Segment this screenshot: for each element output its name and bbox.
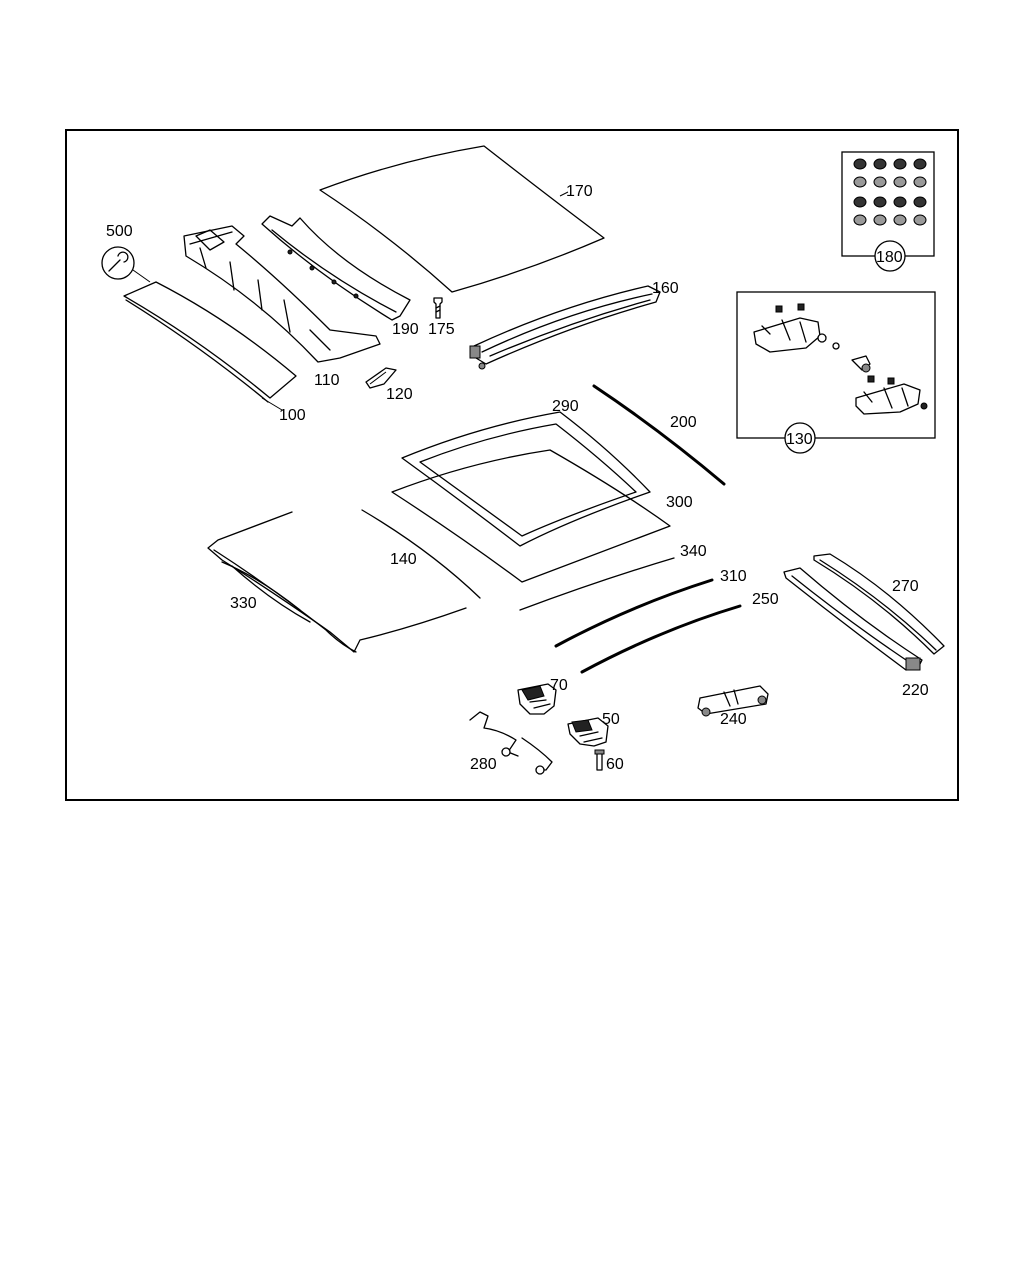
label-130: 130: [786, 431, 813, 448]
label-180: 180: [876, 249, 903, 266]
cap-icon: [853, 196, 867, 208]
part-340-strip: [519, 557, 675, 611]
label-330: 330: [230, 595, 257, 612]
cap-icon: [853, 158, 867, 170]
part-140-strip: [361, 509, 481, 599]
label-240: 240: [720, 711, 747, 728]
part-280-cable: [469, 711, 553, 775]
part-120-bracket: [365, 367, 397, 389]
cap-icon: [853, 176, 867, 188]
cap-icon: [873, 196, 887, 208]
label-500: 500: [106, 223, 133, 240]
part-300-seal: [391, 449, 671, 583]
cap-icon: [913, 214, 927, 226]
label-100: 100: [279, 407, 306, 424]
label-290: 290: [552, 398, 579, 415]
label-170: 170: [566, 183, 593, 200]
part-310-strip: [554, 578, 714, 648]
label-300: 300: [666, 494, 693, 511]
cap-icon: [913, 176, 927, 188]
part-330-seal: [207, 511, 467, 653]
label-70: 70: [550, 677, 568, 694]
part-160-rail: [469, 285, 661, 370]
label-310: 310: [720, 568, 747, 585]
cap-icon: [893, 214, 907, 226]
label-200: 200: [670, 414, 697, 431]
cap-icon: [873, 214, 887, 226]
part-110-frame: [183, 225, 381, 363]
part-60-screw: [594, 749, 605, 771]
part-70-motor: [517, 683, 557, 715]
part-170-glass-panel: [319, 145, 605, 293]
cap-icon: [873, 158, 887, 170]
label-140: 140: [390, 551, 417, 568]
part-290-seal-frame: [401, 411, 651, 547]
cap-icon: [893, 158, 907, 170]
part-100-panel: [123, 281, 297, 403]
label-60: 60: [606, 756, 624, 773]
cap-icon: [913, 196, 927, 208]
label-160: 160: [652, 280, 679, 297]
label-50: 50: [602, 711, 620, 728]
part-180-cap-set: [841, 151, 935, 272]
cap-icon: [893, 176, 907, 188]
part-500-wrench-icon: [101, 246, 151, 283]
cap-icon: [853, 214, 867, 226]
label-190: 190: [392, 321, 419, 338]
cap-icon: [913, 158, 927, 170]
part-175-bolt: [433, 297, 443, 319]
label-220: 220: [902, 682, 929, 699]
label-110: 110: [314, 372, 340, 389]
label-175: 175: [428, 321, 455, 338]
diagram-border: [65, 129, 959, 801]
part-130-slide-set: [736, 291, 936, 454]
label-340: 340: [680, 543, 707, 560]
part-240-bracket: [697, 685, 769, 717]
part-270-220-rail: [783, 553, 945, 671]
part-200-strip: [592, 384, 726, 486]
label-280: 280: [470, 756, 497, 773]
label-270: 270: [892, 578, 919, 595]
label-120: 120: [386, 386, 413, 403]
cap-icon: [893, 196, 907, 208]
part-250-strip: [580, 604, 742, 674]
part-50-motor: [567, 717, 609, 747]
label-250: 250: [752, 591, 779, 608]
cap-icon: [873, 176, 887, 188]
part-190-trim: [261, 215, 411, 321]
